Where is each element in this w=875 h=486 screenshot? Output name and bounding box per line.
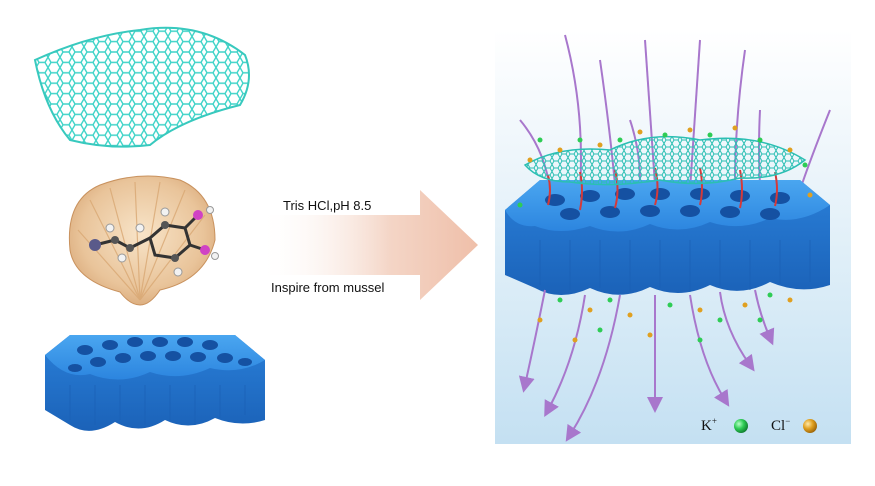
cl-ion-legend: Cl− (771, 416, 790, 435)
cl-ion-icon (803, 419, 817, 433)
k-ion-symbol: K (701, 418, 712, 434)
graphene-sheet (33, 26, 250, 148)
cl-ion-symbol: Cl (771, 418, 786, 434)
flow-arrow (258, 190, 478, 300)
ion-particles (517, 125, 813, 343)
inspiration-label: Inspire from mussel (271, 280, 385, 295)
k-ion-icon (734, 419, 748, 433)
reaction-condition-label: Tris HCl,pH 8.5 (283, 198, 372, 213)
k-ion-legend: K+ (701, 416, 717, 435)
porous-membrane-left (45, 335, 265, 431)
dopamine-molecule (89, 206, 219, 277)
cl-ion-charge: − (785, 416, 791, 426)
k-ion-charge: + (711, 416, 717, 426)
composite-membrane (505, 34, 831, 442)
